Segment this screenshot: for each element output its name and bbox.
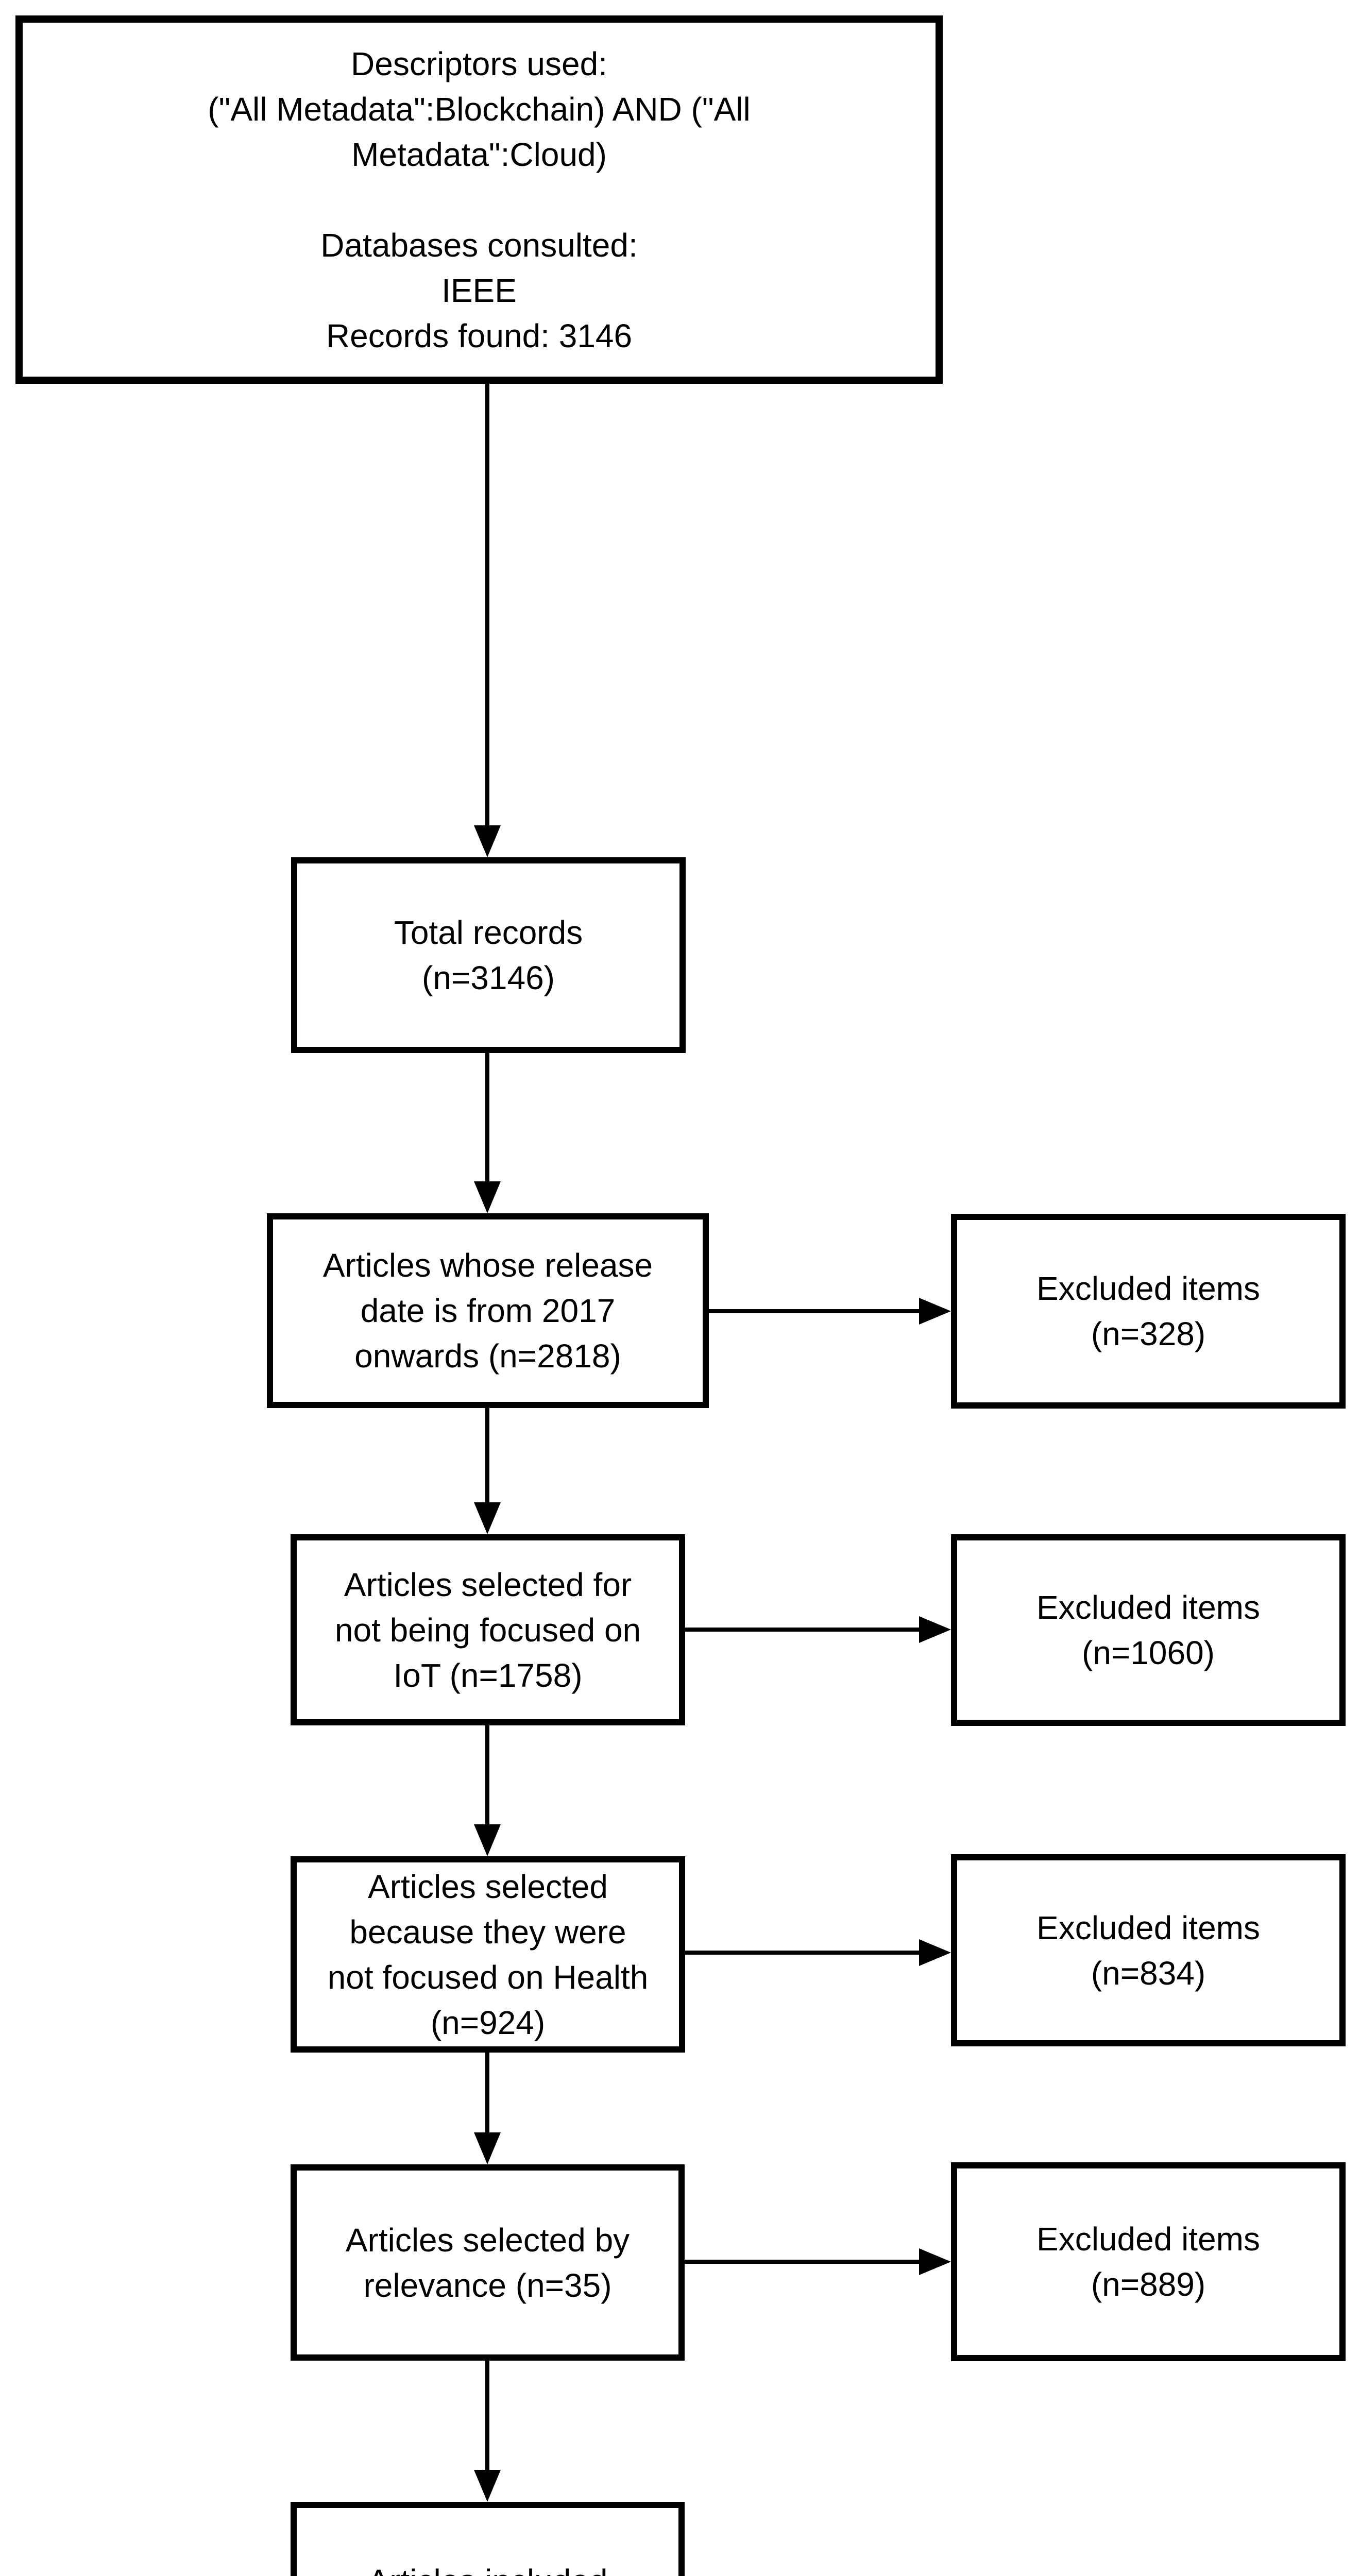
excluded-box-834: Excluded items (n=834) bbox=[951, 1854, 1346, 2046]
box-line: (n=3146) bbox=[422, 959, 555, 996]
arrow-total-to-release-shaft bbox=[485, 1053, 489, 1183]
box-line: Excluded items bbox=[1036, 1589, 1260, 1626]
box-line: ("All Metadata":Blockchain) AND ("All bbox=[208, 90, 751, 128]
arrow-release-to-iot-shaft bbox=[485, 1408, 489, 1504]
arrow-right-head-icon bbox=[919, 1939, 951, 1966]
box-line: Articles whose release bbox=[322, 1247, 653, 1284]
box-line: because they were bbox=[349, 1913, 626, 1951]
box-line: (n=1060) bbox=[1082, 1634, 1215, 1671]
box-line: Records found: 3146 bbox=[326, 317, 633, 354]
arrow-descriptors-to-total-shaft bbox=[485, 384, 489, 827]
box-line: Excluded items bbox=[1036, 1270, 1260, 1307]
box-line: Articles selected bbox=[368, 1868, 608, 1905]
arrow-down-head-icon bbox=[474, 2470, 501, 2502]
arrow-right-head-icon bbox=[919, 1298, 951, 1325]
box-line: Descriptors used: bbox=[351, 45, 607, 82]
excluded-box-889: Excluded items (n=889) bbox=[951, 2162, 1346, 2361]
arrow-down-head-icon bbox=[474, 1824, 501, 1856]
arrow-right-head-icon bbox=[919, 1616, 951, 1643]
release-date-box: Articles whose release date is from 2017… bbox=[267, 1213, 709, 1408]
arrow-right-head-icon bbox=[919, 2248, 951, 2275]
box-line: not being focused on bbox=[334, 1611, 641, 1649]
box-line: Total records bbox=[394, 914, 583, 951]
arrow-down-head-icon bbox=[474, 1181, 501, 1213]
box-line: Articles included bbox=[368, 2558, 608, 2576]
box-line: (n=889) bbox=[1091, 2266, 1206, 2303]
excluded-box-328: Excluded items (n=328) bbox=[951, 1214, 1346, 1409]
arrow-health-to-relevance-shaft bbox=[485, 2053, 489, 2134]
relevance-box: Articles selected by relevance (n=35) bbox=[291, 2164, 685, 2361]
arrow-relevance-to-included-shaft bbox=[485, 2361, 489, 2472]
arrow-relevance-to-excluded-shaft bbox=[685, 2260, 921, 2264]
box-line: Metadata":Cloud) bbox=[351, 135, 607, 173]
box-line: Articles selected by bbox=[345, 2221, 630, 2259]
box-line: IEEE bbox=[441, 272, 517, 309]
health-box: Articles selected because they were not … bbox=[291, 1856, 685, 2053]
box-line: Excluded items bbox=[1036, 1909, 1260, 1946]
box-line: Databases consulted: bbox=[320, 226, 638, 264]
box-line: Articles selected for bbox=[344, 1566, 632, 1603]
descriptors-box: Descriptors used: ("All Metadata":Blockc… bbox=[15, 15, 943, 384]
box-line: not focused on Health bbox=[327, 1958, 649, 1996]
arrow-down-head-icon bbox=[474, 1502, 501, 1534]
box-line: onwards (n=2818) bbox=[354, 1337, 621, 1375]
box-line: relevance (n=35) bbox=[363, 2266, 612, 2304]
included-box: Articles included (n= 35) bbox=[291, 2502, 685, 2576]
box-line: (n=328) bbox=[1091, 1315, 1206, 1352]
box-line: (n=834) bbox=[1091, 1954, 1206, 1992]
arrow-iot-to-health-shaft bbox=[485, 1725, 489, 1826]
box-line: Excluded items bbox=[1036, 2221, 1260, 2258]
total-records-box: Total records (n=3146) bbox=[291, 857, 686, 1053]
arrow-health-to-excluded-shaft bbox=[685, 1951, 921, 1955]
arrow-down-head-icon bbox=[474, 825, 501, 857]
arrow-release-to-excluded-shaft bbox=[709, 1309, 921, 1313]
excluded-box-1060: Excluded items (n=1060) bbox=[951, 1534, 1346, 1726]
box-line: (n=924) bbox=[430, 2004, 546, 2041]
box-line: IoT (n=1758) bbox=[393, 1656, 583, 1694]
iot-box: Articles selected for not being focused … bbox=[291, 1534, 685, 1725]
arrow-down-head-icon bbox=[474, 2132, 501, 2164]
box-line: date is from 2017 bbox=[360, 1292, 616, 1329]
arrow-iot-to-excluded-shaft bbox=[685, 1628, 921, 1632]
